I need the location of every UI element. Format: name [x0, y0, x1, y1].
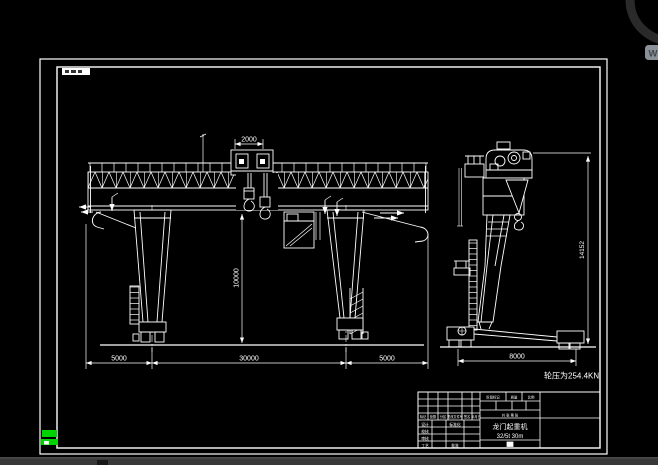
tb-rev-header: 分区	[440, 414, 447, 419]
sheet-border	[39, 58, 608, 455]
tb-rev-header: 年月日	[471, 414, 481, 419]
left-leg	[129, 205, 172, 352]
right-leg	[326, 205, 369, 352]
watermark-letter: W	[649, 49, 658, 60]
title-block	[417, 391, 601, 449]
hook-blocks	[236, 173, 278, 220]
front-view	[79, 133, 429, 369]
bottom-taskbar-strip[interactable]	[0, 457, 658, 465]
dim-wheel-base: 8000	[509, 354, 525, 361]
tb-rev-header: 更改文件号	[447, 414, 463, 419]
watermark: W	[625, 0, 658, 60]
tb-extra-label: 批准	[451, 443, 459, 448]
trolley-front	[230, 149, 274, 176]
tb-rev-header: 处数	[430, 414, 437, 419]
tb-extra-label: 标准化	[449, 422, 461, 427]
wheel-load-note: 轮压为254.4KN	[544, 371, 599, 381]
dim-lift-height: 10000	[234, 268, 241, 288]
front-dimensions	[85, 139, 429, 369]
side-bogies	[446, 321, 585, 350]
tb-sheet-label: 共 张 第 张	[502, 413, 519, 418]
girder-section	[482, 177, 529, 231]
trolley-side	[485, 141, 533, 179]
dim-right-cantilever: 5000	[379, 356, 395, 363]
tb-scale-label: 比例	[528, 395, 535, 400]
side-platform	[457, 155, 485, 227]
tb-mass-label: 质量	[511, 395, 518, 400]
cab	[283, 211, 321, 249]
dim-left-cantilever: 5000	[111, 356, 127, 363]
tb-product-name: 龙门起重机	[493, 422, 528, 431]
watermark-badge[interactable]: W	[645, 45, 658, 60]
dim-span: 30000	[239, 356, 259, 363]
tb-product-spec: 32/5t 30m	[497, 434, 524, 440]
tb-stage-label: 阶段标记	[486, 395, 500, 400]
tb-rev-header: 标记	[420, 414, 427, 419]
selection-highlight	[41, 430, 58, 445]
tb-sign-label: 审核	[421, 436, 429, 441]
tb-sign-label: 设计	[421, 422, 429, 427]
dim-trolley-gauge: 2000	[241, 137, 257, 144]
side-leg	[453, 214, 511, 331]
side-view	[440, 141, 596, 366]
tb-sign-label: 校核	[421, 429, 429, 434]
dim-total-height: 14152	[579, 241, 586, 259]
tb-sign-label: 工艺	[421, 443, 429, 448]
sheet-stamp	[62, 68, 90, 75]
tb-rev-header: 签名	[464, 414, 470, 419]
watermark-ring	[625, 0, 658, 44]
side-dimensions	[457, 152, 591, 366]
